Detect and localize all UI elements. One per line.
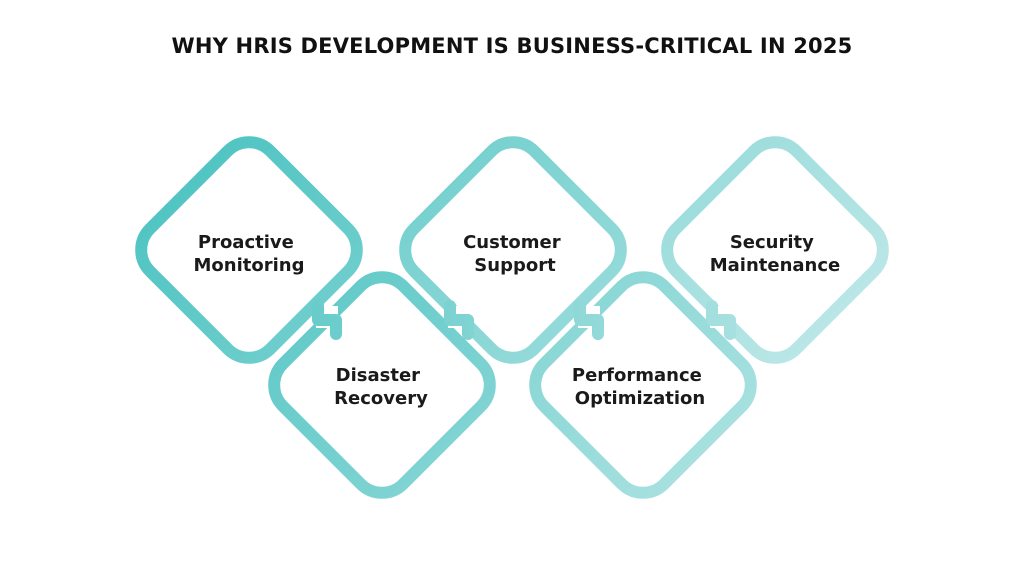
step-connectors [312, 300, 736, 340]
connector-3 [574, 300, 604, 340]
connector-4 [706, 300, 736, 340]
label-line: Support [474, 255, 556, 276]
label-line: Maintenance [710, 255, 841, 276]
connector-2 [444, 300, 474, 340]
label-proactive-monitoring: Proactive Monitoring [194, 232, 305, 276]
label-customer-support: Customer Support [463, 232, 567, 276]
label-line: Monitoring [194, 255, 305, 276]
label-performance-optimization: Performance Optimization [572, 365, 708, 409]
label-security-maintenance: Security Maintenance [710, 232, 841, 276]
label-line: Recovery [334, 388, 428, 409]
junction-gaps [316, 306, 732, 328]
page-title: WHY HRIS DEVELOPMENT IS BUSINESS-CRITICA… [171, 34, 853, 58]
label-line: Performance [572, 365, 702, 386]
connector-1 [312, 300, 342, 340]
label-line: Optimization [575, 388, 705, 409]
label-line: Security [730, 232, 814, 253]
diamond-proactive-monitoring [135, 136, 363, 364]
label-line: Proactive [198, 232, 294, 253]
label-disaster-recovery: Disaster Recovery [334, 365, 428, 409]
label-line: Disaster [336, 365, 420, 386]
label-line: Customer [463, 232, 561, 253]
